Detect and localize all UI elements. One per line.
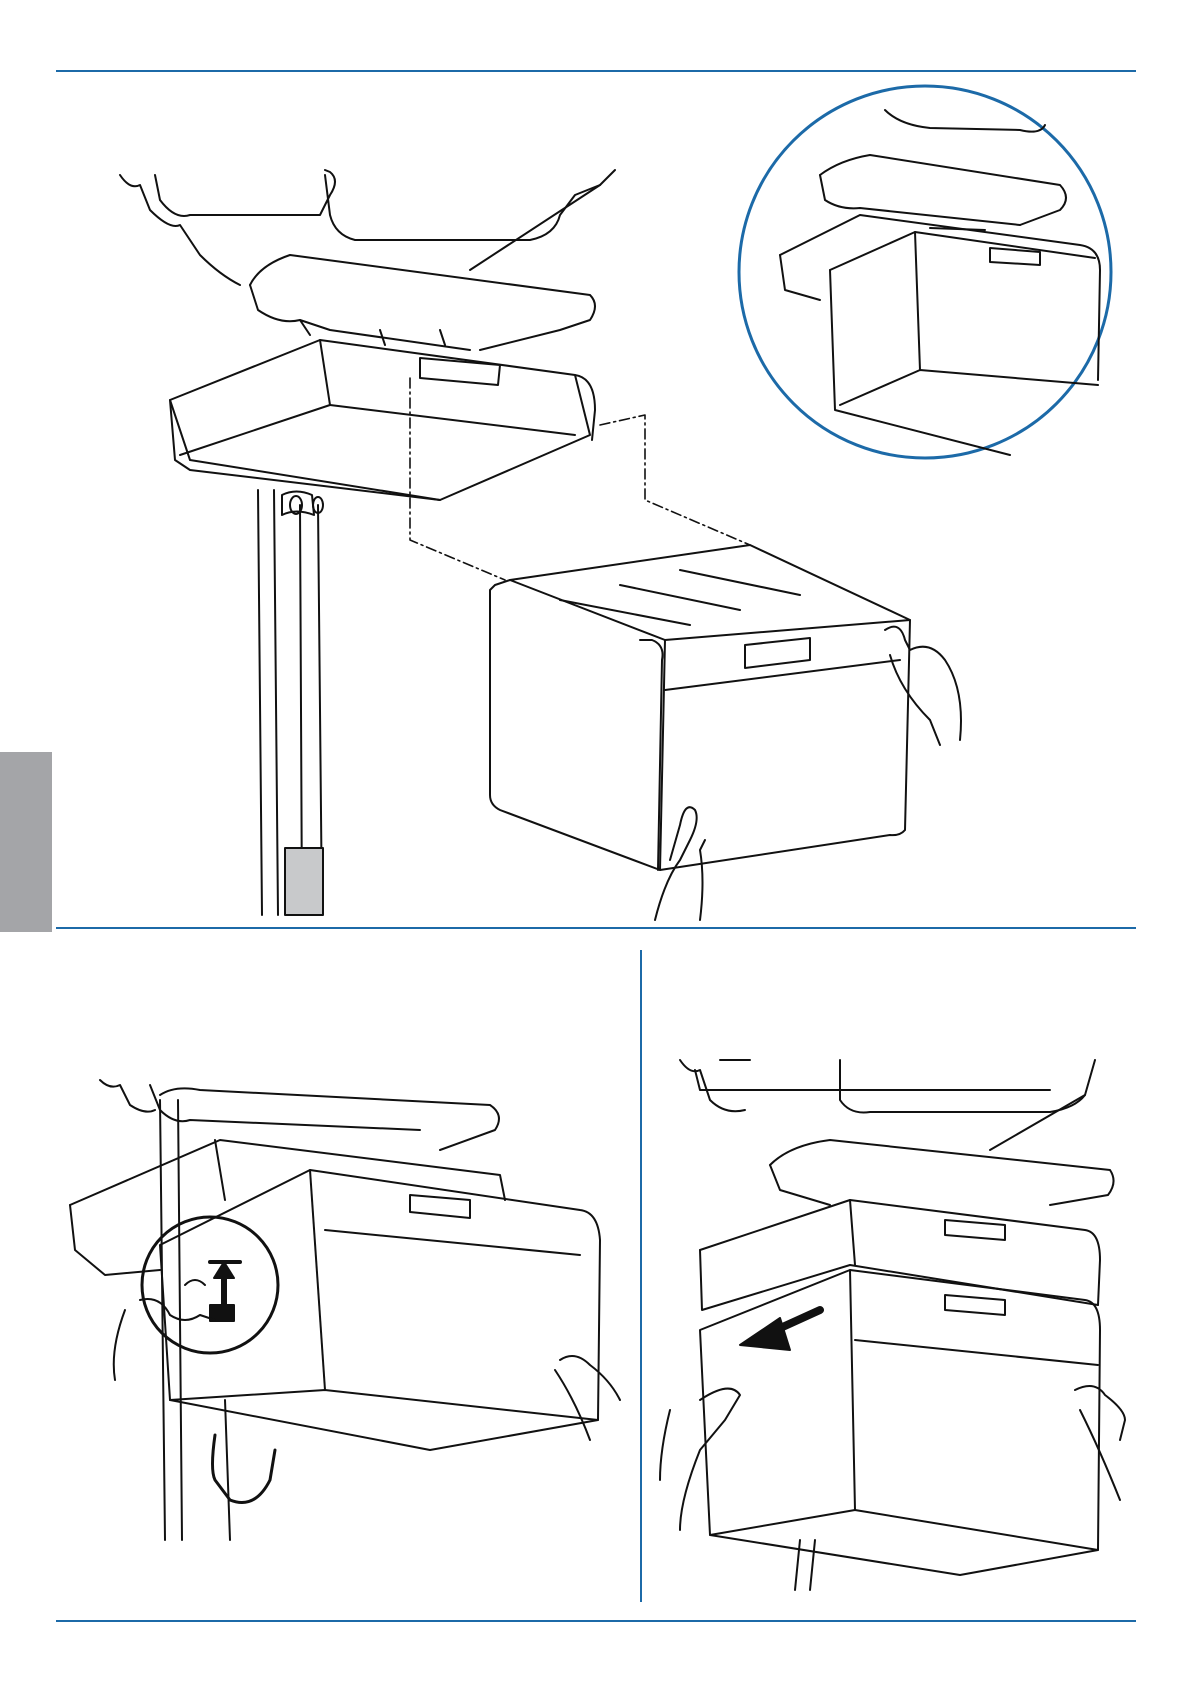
hand-icon (660, 1389, 740, 1530)
left-arrow-icon (740, 1310, 820, 1350)
tray-icon (120, 170, 615, 350)
lock-release-figure (70, 1080, 620, 1540)
main-install-figure (120, 170, 961, 920)
slide-off-figure (660, 1060, 1125, 1590)
hand-icon (555, 1356, 620, 1440)
magnifier-detail-icon (780, 110, 1100, 455)
hand-icon (655, 627, 961, 920)
pole-icon (258, 490, 323, 915)
guide-lines (410, 378, 750, 580)
detail-circle-figure (739, 86, 1111, 458)
up-arrow-icon (210, 1262, 240, 1321)
housing (170, 340, 595, 500)
box-icon (490, 545, 910, 870)
